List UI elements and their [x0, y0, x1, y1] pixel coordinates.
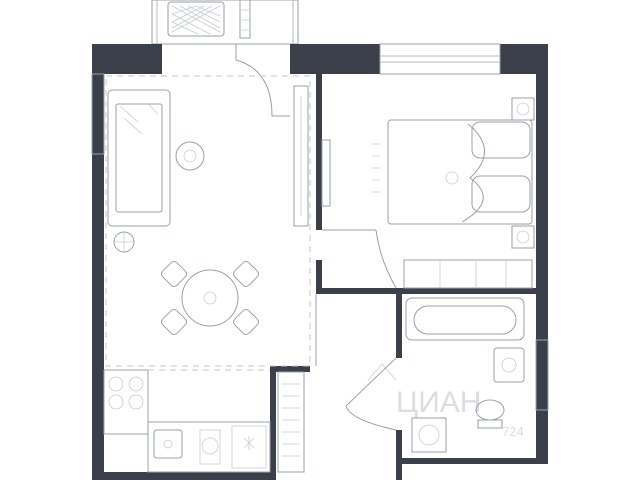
- laundry-basket-icon: [167, 1, 225, 37]
- bed-icon: [387, 119, 533, 225]
- lamp-icon: [175, 141, 205, 171]
- walls: [92, 44, 548, 480]
- tv-stand-icon: [293, 85, 309, 227]
- sofa-icon: [107, 89, 171, 227]
- kitchen: [103, 369, 271, 473]
- nightstand-bottom-icon: [511, 225, 535, 249]
- fridge-icon: [231, 425, 267, 469]
- bedroom: [321, 97, 535, 289]
- dishwasher-icon: [199, 429, 221, 465]
- bathroom-door: [345, 357, 397, 431]
- living-room: [105, 75, 311, 367]
- bedroom-door: [322, 229, 397, 289]
- balcony-door: [235, 44, 290, 117]
- toilet-icon: [475, 399, 505, 429]
- watermark: ЦИАН 724: [367, 363, 524, 439]
- rug-icon: [372, 143, 380, 193]
- radiator-icon: [239, 0, 251, 39]
- washbasin-icon: [493, 347, 525, 383]
- wardrobe: [277, 371, 305, 473]
- bathroom: [345, 297, 525, 453]
- nightstand-top-icon: [511, 97, 535, 121]
- windows: [91, 43, 549, 411]
- balcony: [151, 0, 299, 45]
- stool-icon: [113, 231, 135, 253]
- washing-machine-icon: [411, 417, 447, 453]
- stove-icon: [108, 376, 144, 410]
- sink-icon: [153, 429, 183, 459]
- dining-table-icon: [161, 261, 259, 335]
- bedroom-wardrobe-icon: [403, 259, 533, 289]
- bathtub-icon: [405, 297, 525, 341]
- watermark-brand: ЦИАН: [396, 386, 481, 419]
- tv-wall-icon: [321, 139, 331, 207]
- watermark-code: 724: [502, 424, 524, 439]
- cian-logo-icon: [367, 363, 397, 381]
